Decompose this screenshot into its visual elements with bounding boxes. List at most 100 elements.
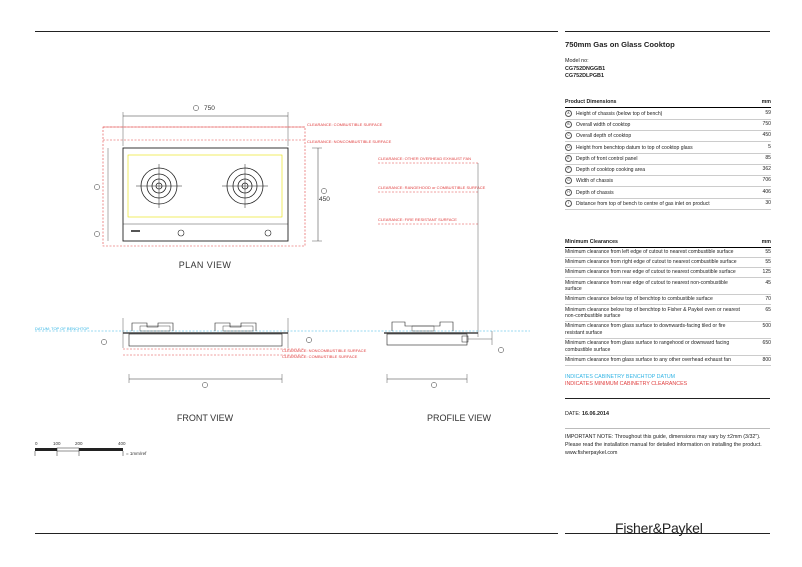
dimension-key-badge: G xyxy=(565,177,572,185)
dimension-value: 85 xyxy=(743,153,771,165)
clearance-label: Minimum clearance from right edge of cut… xyxy=(565,257,743,269)
dim-d-marker xyxy=(101,339,107,345)
important-note: IMPORTANT NOTE: Throughout this guide, d… xyxy=(565,427,770,458)
dimension-value: 750 xyxy=(743,119,771,131)
profile-view: PROFILE VIEW xyxy=(384,321,504,423)
model-number-2: CG752DLPGB1 xyxy=(565,72,604,79)
dimension-text: Depth of chassis xyxy=(576,189,614,196)
bottom-rule-right xyxy=(565,533,770,534)
control-knob-left xyxy=(177,229,185,237)
scale-tick-400: 400 xyxy=(118,441,126,446)
top-rule-left xyxy=(35,31,558,32)
dimension-key-badge: F xyxy=(565,166,572,174)
clearance-value: 55 xyxy=(743,257,771,269)
model-number-1: CG752DNGGB1 xyxy=(565,65,606,72)
dimension-key-badge: I xyxy=(565,200,572,208)
dimension-text: Width of chassis xyxy=(576,178,614,185)
dim-i-marker xyxy=(498,347,504,353)
clearances-unit: mm xyxy=(743,238,771,249)
dim-a-marker xyxy=(306,337,312,343)
scale-tick-100: 100 xyxy=(53,441,61,446)
label-fire-resistant: CLEARANCE: FIRE RESISTANT SURFACE xyxy=(378,217,457,222)
table-row: Minimum clearance from right edge of cut… xyxy=(565,257,771,269)
dimension-value: 362 xyxy=(743,164,771,177)
label-rangehood: CLEARANCE: RANGEHOOD or COMBUSTIBLE SURF… xyxy=(378,185,486,190)
clearance-value: 125 xyxy=(743,267,771,279)
front-view: CLEARANCE: NONCOMBUSTIBLE SURFACE CLEARA… xyxy=(101,318,367,423)
label-other-overhead: CLEARANCE: OTHER OVERHEAD EXHAUST FAN xyxy=(378,156,471,161)
dim-f-marker xyxy=(94,184,100,190)
dimension-key-badge: C xyxy=(565,132,572,140)
dimension-text: Depth of front control panel xyxy=(576,155,638,162)
clearances-header: Minimum Clearances xyxy=(565,238,743,249)
clearance-label: Minimum clearance below top of benchtop … xyxy=(565,294,743,306)
dimension-key-badge: E xyxy=(565,154,572,162)
table-row: Minimum clearance from rear edge of cuto… xyxy=(565,267,771,279)
table-row: Minimum clearance from left edge of cuto… xyxy=(565,247,771,259)
brand-mark xyxy=(131,230,140,232)
front-view-title: FRONT VIEW xyxy=(177,413,234,423)
plan-view-title: PLAN VIEW xyxy=(179,260,232,270)
label-clear-noncombustible: CLEARANCE: NONCOMBUSTIBLE SURFACE xyxy=(307,139,392,144)
profile-chassis xyxy=(386,333,468,346)
legend-red: INDICATES MINIMUM CABINETRY CLEARANCES xyxy=(565,381,688,388)
scale-tick-200: 200 xyxy=(75,441,83,446)
chassis-outline xyxy=(127,154,283,218)
overhead-clearances: CLEARANCE: OTHER OVERHEAD EXHAUST FAN CL… xyxy=(378,156,486,337)
clearance-value: 45 xyxy=(743,277,771,296)
brand-logo: Fisher&Paykel xyxy=(615,520,703,536)
minimum-clearances-table: Minimum Clearances mm Minimum clearance … xyxy=(565,238,771,367)
top-rule-right xyxy=(565,31,770,32)
control-knob-right xyxy=(264,229,272,237)
dimension-label: G Width of chassis xyxy=(565,175,743,188)
dimension-text: Height from benchtop datum to top of coo… xyxy=(576,144,693,151)
dimension-value: 406 xyxy=(743,186,771,199)
scale-bar: 0 100 200 400 = 1mm/ref xyxy=(34,441,147,456)
table-row: Minimum clearance from glass surface to … xyxy=(565,321,771,340)
clearance-label: Minimum clearance below top of benchtop … xyxy=(565,304,743,323)
clearance-label: Minimum clearance from rear edge of cuto… xyxy=(565,267,743,279)
dimension-text: Overall depth of cooktop xyxy=(576,133,632,140)
table-row: H Depth of chassis 406 xyxy=(565,186,771,199)
dimension-key-badge: H xyxy=(565,188,572,196)
burner-left xyxy=(136,164,182,208)
dim-e-marker xyxy=(94,231,100,237)
clearance-label: Minimum clearance from left edge of cuto… xyxy=(565,247,743,259)
page-title: 750mm Gas on Glass Cooktop xyxy=(565,40,675,49)
dim-g-marker xyxy=(202,382,208,388)
dimension-text: Height of chassis (below top of bench) xyxy=(576,110,663,117)
dimension-value: 5 xyxy=(743,141,771,154)
bottom-rule-left xyxy=(35,533,558,534)
plan-view: 750 xyxy=(94,105,392,270)
dimension-label: H Depth of chassis xyxy=(565,186,743,199)
cooktop-glass xyxy=(122,147,289,242)
date-label: DATE: xyxy=(565,410,581,417)
legend-cyan: INDICATES CABINETRY BENCHTOP DATUM xyxy=(565,374,676,381)
scale-unit: = 1mm/ref xyxy=(126,451,147,456)
dimension-value: 59 xyxy=(743,107,771,120)
date-block: DATE: 16.06.2014 xyxy=(565,397,770,418)
scale-tick-0: 0 xyxy=(35,441,38,446)
clearance-value: 800 xyxy=(743,355,771,367)
label-datum: DATUM: TOP OF BENCHTOP xyxy=(35,326,89,331)
legend: INDICATES CABINETRY BENCHTOP DATUM INDIC… xyxy=(565,374,770,388)
clearance-value: 55 xyxy=(743,247,771,259)
dimension-label: E Depth of front control panel xyxy=(565,153,743,165)
clearance-value: 65 xyxy=(743,304,771,323)
plan-depth-label: 450 xyxy=(319,196,330,203)
dim-c-marker xyxy=(321,188,327,194)
product-dimensions-unit: mm xyxy=(743,98,771,109)
dim-b-marker xyxy=(193,105,199,111)
